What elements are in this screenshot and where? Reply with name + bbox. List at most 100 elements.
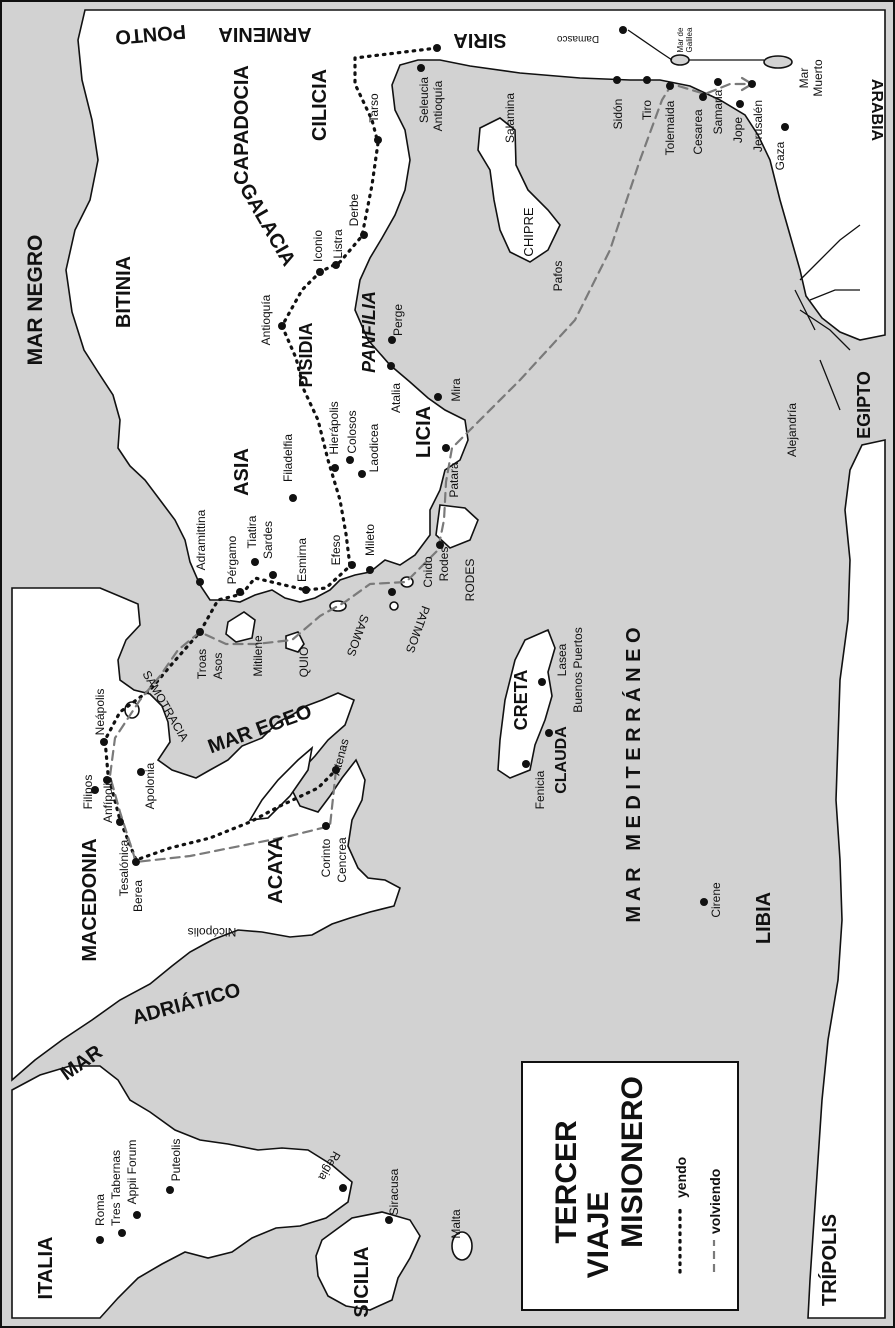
- land-north-africa: [807, 439, 886, 1319]
- city-labels: Damasco Seleucia Antioquía Tarso Salamin…: [81, 33, 799, 1239]
- city-dot-atalia: [387, 362, 395, 370]
- label-city-cnido: Cnido: [421, 556, 435, 588]
- city-dot-cnido: [388, 588, 396, 596]
- label-city-rodes: Rodes: [437, 547, 451, 582]
- label-city-antioquia-pisidia: Antioquía: [259, 294, 273, 345]
- label-mar-de-galilea-2: Galilea: [685, 27, 694, 52]
- city-dot-antioquia-siria: [433, 44, 441, 52]
- land-sicily: [315, 1211, 421, 1311]
- city-dot-laodicea: [358, 470, 366, 478]
- city-dot-siracusa: [385, 1216, 393, 1224]
- label-city-tiro: Tiro: [640, 100, 654, 121]
- label-city-colosos: Colosos: [345, 410, 359, 453]
- city-dot-rodes: [436, 541, 444, 549]
- city-dot-cirene: [700, 898, 708, 906]
- city-dots: [91, 26, 789, 1244]
- city-dot-anfipolis: [103, 776, 111, 784]
- label-city-troas: Troas: [195, 649, 209, 679]
- label-city-adramittina: Adramittina: [194, 509, 208, 570]
- city-dot-tiatira: [251, 558, 259, 566]
- city-dot-samaria: [714, 78, 722, 86]
- city-dot-hierapolis: [331, 464, 339, 472]
- label-asia: ASIA: [231, 448, 253, 496]
- label-creta: CRETA: [511, 670, 531, 731]
- city-dot-sidon: [613, 76, 621, 84]
- city-dot-filipos: [91, 786, 99, 794]
- city-dot-tres-tabernas: [118, 1229, 126, 1237]
- legend-title-line-2: VIAJE: [582, 1192, 615, 1279]
- city-dot-efeso: [348, 561, 356, 569]
- label-city-siracusa: Siracusa: [387, 1168, 401, 1215]
- label-city-efeso: Efeso: [329, 534, 343, 565]
- city-dot-mileto: [366, 566, 374, 574]
- label-city-corinto: Corinto: [319, 838, 333, 877]
- label-city-samaria: Samaria: [711, 89, 725, 134]
- city-dot-roma: [96, 1236, 104, 1244]
- land-masses: [11, 9, 886, 1319]
- label-city-alejandria: Alejandría: [785, 403, 799, 457]
- land-chios: [285, 631, 305, 653]
- city-dot-tesalonica: [116, 818, 124, 826]
- label-city-laodicea: Laodicea: [367, 423, 381, 472]
- label-city-puteolis: Puteolis: [169, 1139, 183, 1182]
- label-city-damasco: Damasco: [556, 33, 599, 44]
- city-dot-berea: [132, 858, 140, 866]
- label-city-neapolis: Neápolis: [93, 689, 107, 736]
- city-dot-tolemaida: [666, 82, 674, 90]
- label-city-pafos: Pafos: [551, 261, 565, 292]
- label-city-apolonia: Apolonia: [143, 762, 157, 809]
- city-dot-antioquia-pisidia: [278, 322, 286, 330]
- label-city-atalia: Atalia: [389, 383, 403, 413]
- city-dot-buenos-puertos: [545, 729, 553, 737]
- label-city-pergamo: Pérgamo: [225, 535, 239, 584]
- city-dot-jerusalen: [748, 80, 756, 88]
- label-mar-negro: MAR NEGRO: [24, 235, 47, 366]
- legend-box: [521, 1061, 739, 1311]
- label-city-tolemaida: Tolemaida: [663, 100, 677, 155]
- city-dot-troas: [196, 628, 204, 636]
- label-city-roma: Roma: [93, 1194, 107, 1226]
- city-dot-listra: [332, 261, 340, 269]
- land-patmos: [389, 601, 399, 611]
- label-city-seleucia: Seleucia: [417, 77, 431, 123]
- label-city-salamina: Salamina: [503, 93, 517, 143]
- nile-delta: [794, 224, 861, 411]
- city-dot-gaza: [781, 123, 789, 131]
- label-city-patara: Patara: [447, 462, 461, 498]
- label-tripolis: TRÍPOLIS: [818, 1214, 841, 1306]
- city-dot-adramittina: [196, 578, 204, 586]
- label-city-jope: Jope: [731, 117, 745, 143]
- label-city-sardes: Sardes: [261, 521, 275, 559]
- land-malta: [451, 1231, 473, 1261]
- land-greece-macedonia: [11, 587, 401, 1082]
- label-sicilia: SICILIA: [351, 1246, 373, 1317]
- city-dot-jope: [736, 100, 744, 108]
- label-siria: SIRIA: [453, 29, 506, 51]
- label-city-mitilene: Mitilene: [251, 635, 265, 677]
- city-dot-atenas: [332, 766, 340, 774]
- land-cyprus: [477, 117, 561, 263]
- label-city-cirene: Cirene: [709, 882, 723, 918]
- label-city-antioquia-siria: Antioquía: [431, 80, 445, 131]
- label-city-gaza: Gaza: [773, 141, 787, 170]
- legend: TERCER VIAJE MISIONERO yendo volviendo: [521, 1061, 739, 1311]
- city-dot-perge: [388, 336, 396, 344]
- label-mar-muerto-1: Mar: [797, 68, 811, 89]
- label-city-mira: Mira: [449, 378, 463, 402]
- city-dot-derbe: [360, 231, 368, 239]
- label-city-mileto: Mileto: [363, 524, 377, 556]
- label-capadocia: CAPADOCIA: [231, 65, 253, 185]
- city-dot-neapolis: [100, 738, 108, 746]
- label-bitinia: BITINIA: [113, 256, 135, 328]
- label-libia: LIBIA: [753, 892, 775, 944]
- label-city-sidon: Sidón: [611, 99, 625, 130]
- label-city-filipos: Filipos: [81, 775, 95, 810]
- label-city-nicopolis: Nicópolis: [188, 925, 237, 939]
- label-city-tres-tabernas: Tres Tabernas: [109, 1150, 123, 1226]
- label-panfilia: PANFILIA: [359, 291, 379, 373]
- city-dot-damasco: [619, 26, 627, 34]
- label-city-asos: Asos: [211, 653, 225, 680]
- city-dot-colosos: [346, 456, 354, 464]
- label-city-iconio: Iconio: [311, 230, 325, 262]
